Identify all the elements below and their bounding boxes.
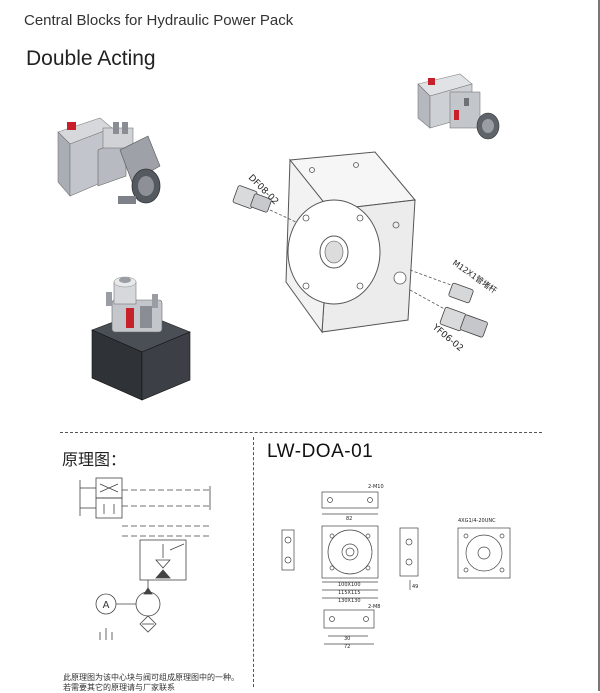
dim-top-width: 82 xyxy=(346,516,352,522)
dimension-drawing: 2-M10 82 100X100 115X115 130X130 49 2-M8… xyxy=(281,484,511,650)
dim-top-port: 2-M10 xyxy=(368,484,384,490)
horizontal-divider xyxy=(60,432,542,433)
dim-bottom-w2: 72 xyxy=(344,644,350,650)
dim-outer: 130X130 xyxy=(338,598,361,604)
schematic-title: 原理图： xyxy=(62,450,127,469)
right-side-cartridges xyxy=(409,269,488,338)
hydraulic-schematic-diagram: A xyxy=(79,477,211,640)
dim-middle: 115X115 xyxy=(338,590,361,596)
page-edge-line xyxy=(598,0,600,691)
dim-bottom-w1: 30 xyxy=(344,636,350,642)
product-illustrations: DF08-02 M12X1管堵杆 YF06-02 xyxy=(57,73,500,401)
dim-side-height: 49 xyxy=(412,584,418,590)
dim-front-holes: 4XG1/4-20UNC xyxy=(458,518,496,524)
relief-valve-cartridge xyxy=(232,185,297,223)
dim-bottom-port: 2-M8 xyxy=(368,604,380,610)
page-title: Central Blocks for Hydraulic Power Pack xyxy=(24,12,294,29)
power-pack-vertical-image xyxy=(91,276,191,401)
power-pack-top-right-image xyxy=(417,73,500,140)
model-title: LW-DOA-01 xyxy=(267,441,374,462)
section-title: Double Acting xyxy=(26,47,156,70)
vertical-divider xyxy=(253,437,254,687)
central-block-exploded-view xyxy=(232,151,488,338)
motor-symbol-label: A xyxy=(103,600,110,611)
power-pack-horizontal-image xyxy=(57,117,161,204)
note-line-2: 若需要其它的原理请与厂家联系 xyxy=(63,683,175,692)
dim-inner: 100X100 xyxy=(338,582,361,588)
note-line-1: 此原理图为该中心块与阀可组成原理图中的一种。 xyxy=(63,673,239,682)
